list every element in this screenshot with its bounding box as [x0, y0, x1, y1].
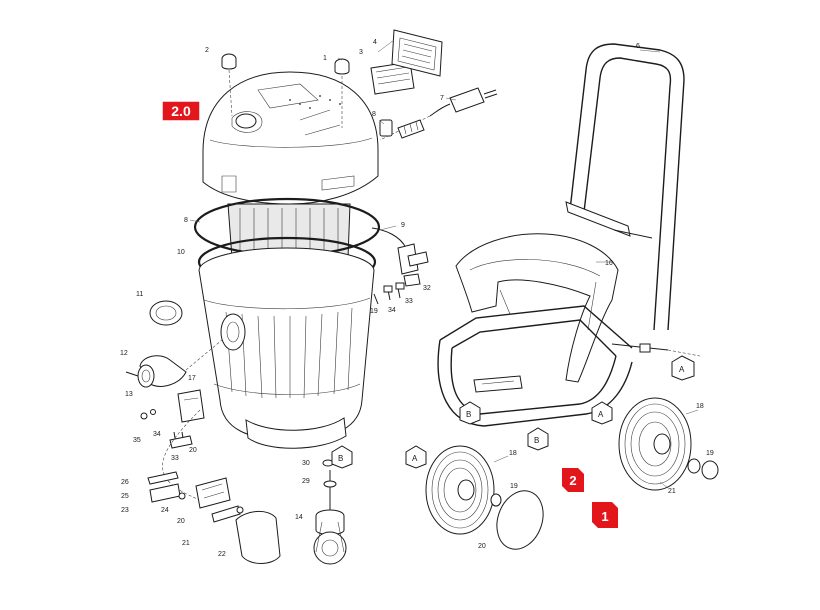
svg-text:1: 1 — [601, 509, 608, 524]
callout-33-right: 33 — [405, 298, 413, 305]
step-badge-1: 1 — [592, 502, 618, 528]
callout-30: 30 — [302, 460, 310, 467]
callout-3: 3 — [359, 49, 363, 56]
callout-6: 6 — [636, 43, 640, 50]
callout-4: 4 — [373, 39, 377, 46]
trolley-handle-part-6 — [565, 43, 685, 331]
cap-part-2 — [221, 53, 237, 117]
callout-2: 2 — [205, 47, 209, 54]
power-plug-part-7 — [379, 87, 498, 141]
ref-marker-a-right-wheel: A — [591, 401, 613, 425]
callout-17: 17 — [188, 375, 196, 382]
callout-18-right: 18 — [696, 403, 704, 410]
ref-marker-a-left-wheel: A — [405, 445, 427, 469]
callout-20-left: 20 — [478, 543, 486, 550]
latch-part-9 — [371, 227, 429, 275]
wheel-right-part-18 — [618, 397, 692, 491]
callout-34-right: 34 — [388, 307, 396, 314]
nut-part-11 — [149, 300, 183, 326]
callout-26: 25 — [121, 493, 129, 500]
callout-7: 7 — [440, 95, 444, 102]
screw-set-right — [373, 273, 421, 305]
svg-text:B: B — [338, 454, 343, 463]
callout-31: 19 — [370, 308, 378, 315]
grille-part-4 — [391, 29, 443, 77]
svg-text:A: A — [598, 410, 604, 419]
hubcap-part-20-left — [490, 490, 544, 550]
callout-27: 26 — [121, 479, 129, 486]
callout-24: 23 — [121, 507, 129, 514]
ref-marker-a-axle: A — [671, 355, 695, 381]
leader-lines — [189, 39, 699, 489]
switch-part-8 — [379, 119, 425, 139]
callout-19-right: 19 — [706, 450, 714, 457]
callout-19-left: 19 — [510, 483, 518, 490]
svg-text:A: A — [412, 454, 418, 463]
ref-marker-b-caster: B — [331, 445, 353, 469]
cap-part-1 — [334, 58, 350, 128]
callout-35: 35 — [133, 437, 141, 444]
callout-12: 12 — [120, 350, 128, 357]
callout-23: 22 — [218, 551, 226, 558]
callout-25: 24 — [161, 507, 169, 514]
callout-11: 11 — [136, 291, 143, 298]
svg-text:A: A — [679, 365, 685, 374]
callout-34-left: 34 — [153, 431, 161, 438]
callout-33-left: 33 — [171, 455, 179, 462]
svg-text:2.0: 2.0 — [171, 103, 191, 119]
callout-8-gasket: 8 — [184, 217, 188, 224]
callout-8-switch: 8 — [372, 111, 376, 118]
callout-32: 32 — [423, 285, 431, 292]
callout-20-right: 21 — [668, 488, 676, 495]
tank-container — [198, 247, 375, 449]
section-badge: 2.0 — [161, 100, 201, 122]
inlet-part-13 — [125, 339, 223, 388]
wheel-left-part-18 — [425, 445, 495, 535]
callout-labels: 2 1 3 4 7 8 8 9 10 32 19 34 33 11 12 13 … — [120, 39, 714, 558]
callout-29: 29 — [302, 478, 310, 485]
ref-marker-b-frame: B — [459, 401, 481, 425]
callout-1: 1 — [323, 55, 327, 62]
ref-marker-b-wheel: B — [527, 427, 549, 451]
motor-head-assembly — [202, 71, 379, 266]
svg-text:2: 2 — [569, 473, 576, 488]
callout-14: 14 — [295, 514, 303, 521]
callout-18-left: 18 — [509, 450, 517, 457]
caster-wheel-part-14 — [313, 459, 347, 565]
reference-markers: A A A B B B — [331, 355, 695, 469]
trolley-frame — [437, 233, 701, 427]
step-badge-2: 2 — [562, 468, 584, 492]
callout-21-low: 20 — [177, 518, 185, 525]
hose-holder-cluster — [147, 471, 281, 564]
callout-9: 9 — [401, 222, 405, 229]
svg-text:B: B — [466, 410, 471, 419]
callout-16: 16 — [605, 260, 613, 267]
callout-22: 21 — [182, 540, 190, 547]
callout-21-mid: 20 — [189, 447, 197, 454]
callout-10: 10 — [177, 249, 185, 256]
hubcap-part-20-right — [687, 458, 719, 480]
bracket-part-17 — [177, 389, 205, 423]
screw-set-left — [140, 409, 193, 449]
svg-text:B: B — [534, 436, 539, 445]
callout-13: 13 — [125, 391, 133, 398]
